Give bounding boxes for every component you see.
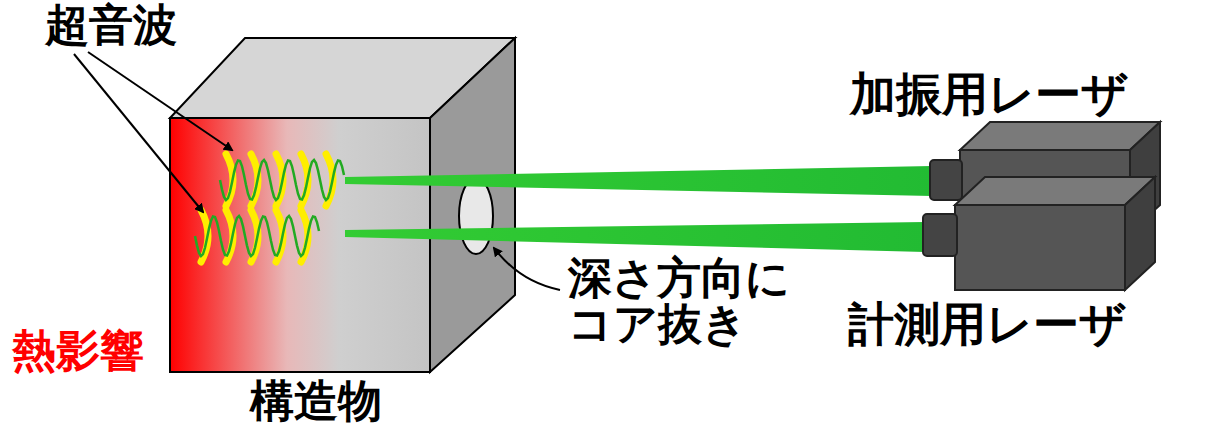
wave-line xyxy=(220,160,344,200)
wave-line xyxy=(195,216,319,256)
ultrasonic-wave xyxy=(195,154,344,262)
measurement-laser xyxy=(923,177,1155,290)
text-label: 超音波 xyxy=(45,2,177,48)
leader-line xyxy=(74,54,203,212)
text-label: 加振用レーザ xyxy=(850,70,1128,118)
core-hole xyxy=(459,178,493,254)
leader-line xyxy=(88,52,232,150)
text-label: 熱影響 xyxy=(12,328,144,374)
text-label: 計測用レーザ xyxy=(848,300,1126,348)
structure-block xyxy=(170,38,515,372)
text-label: 構造物 xyxy=(250,378,382,424)
text-label: 深さ方向に コア抜き xyxy=(568,255,808,347)
measurement-beam xyxy=(345,222,925,252)
excitation-beam xyxy=(345,166,932,196)
leader-line xyxy=(494,248,560,290)
